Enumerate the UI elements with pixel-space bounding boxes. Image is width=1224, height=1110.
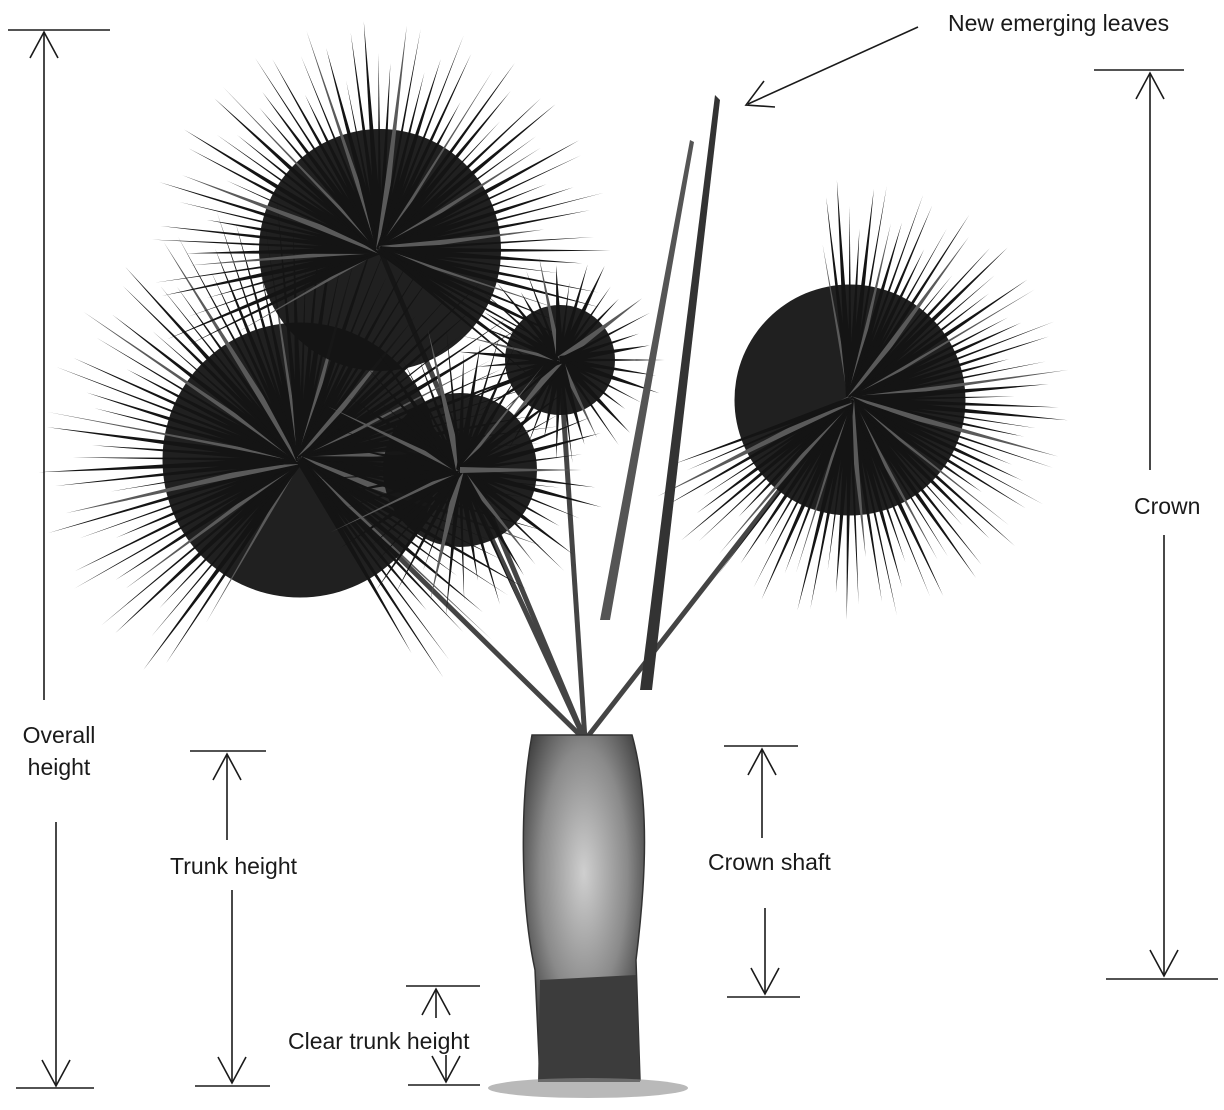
- trunk-height-label: Trunk height: [170, 852, 297, 880]
- palm-foliage: [39, 21, 1069, 740]
- overall-height-label-line2: height: [14, 751, 104, 783]
- palm-trunk: [488, 735, 688, 1098]
- crown-shaft-label: Crown shaft: [708, 848, 831, 876]
- overall-height-label-line1: Overall: [14, 719, 104, 751]
- new-emerging-leaves-label: New emerging leaves: [948, 9, 1169, 37]
- crown-label: Crown: [1134, 492, 1200, 520]
- trunk-base: [538, 975, 640, 1082]
- new-emerging-leaf: [640, 95, 720, 690]
- clear-trunk-height-label: Clear trunk height: [288, 1027, 470, 1055]
- ground-patch: [488, 1078, 688, 1098]
- overall-height-label: Overall height: [14, 719, 104, 783]
- new-leaves-pointer-line: [748, 27, 918, 104]
